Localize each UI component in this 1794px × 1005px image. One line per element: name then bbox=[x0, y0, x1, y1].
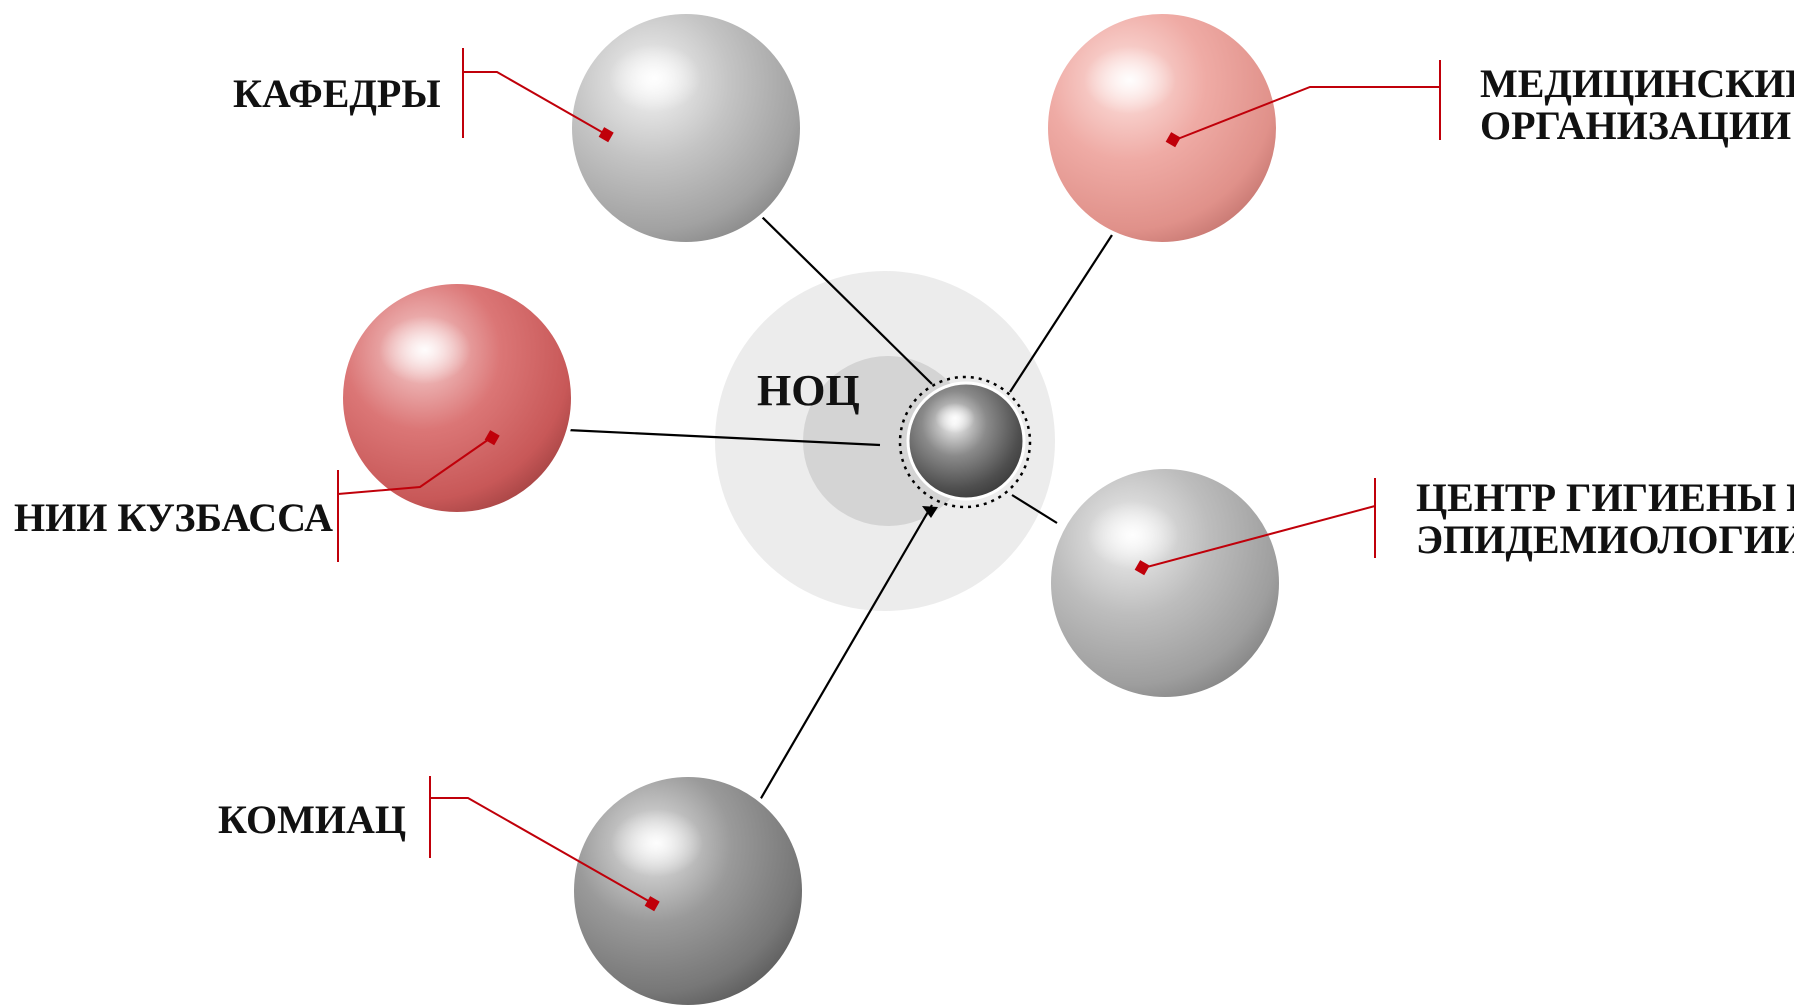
label-kafedry: КАФЕДРЫ bbox=[233, 71, 441, 116]
pointer-nii-dot bbox=[484, 430, 500, 446]
connector-komiac bbox=[759, 504, 933, 801]
pointer-centr bbox=[1142, 505, 1376, 569]
sphere-komiac bbox=[570, 773, 806, 1005]
pointer-nii bbox=[337, 436, 493, 495]
node-komiac: КОМИАЦ bbox=[218, 773, 806, 1005]
label-med-org: МЕДИЦИНСКИЕ ОРГАНИЗАЦИИ bbox=[1480, 61, 1794, 148]
pointer-kafedry bbox=[463, 71, 608, 136]
pointer-med-org bbox=[1174, 86, 1440, 141]
sphere-med-org bbox=[1044, 10, 1280, 246]
center-arrow-icon bbox=[922, 506, 938, 518]
label-centr-line-1: ЦЕНТР ГИГИЕНЫ И bbox=[1416, 475, 1794, 520]
connector-centr bbox=[1011, 494, 1058, 524]
connector-med-org bbox=[1009, 234, 1113, 393]
center-node: НОЦ bbox=[757, 366, 1032, 518]
pointer-komiac bbox=[430, 797, 653, 904]
connector-kafedry bbox=[756, 211, 933, 385]
center-core-sphere bbox=[906, 381, 1026, 501]
sphere-nii bbox=[339, 280, 575, 516]
connector-nii bbox=[566, 428, 881, 447]
sphere-nii-highlight bbox=[379, 316, 471, 384]
sphere-komiac-highlight bbox=[611, 809, 703, 877]
label-centr: ЦЕНТР ГИГИЕНЫ И ЭПИДЕМИОЛОГИИ bbox=[1416, 475, 1794, 562]
pointer-med-org-dot bbox=[1165, 132, 1181, 148]
node-kafedry: КАФЕДРЫ bbox=[233, 10, 804, 246]
node-med-org: МЕДИЦИНСКИЕ ОРГАНИЗАЦИИ bbox=[1044, 10, 1794, 246]
connectors bbox=[566, 211, 1113, 801]
label-nii: НИИ КУЗБАССА bbox=[14, 495, 333, 540]
sphere-centr-highlight bbox=[1087, 501, 1179, 569]
label-kafedry-line-1: КАФЕДРЫ bbox=[233, 71, 441, 116]
node-nii: НИИ КУЗБАССА bbox=[14, 280, 575, 562]
center-core-ring bbox=[898, 375, 1032, 509]
center-core-highlight bbox=[935, 403, 975, 433]
pointer-komiac-dot bbox=[644, 896, 660, 912]
center-label: НОЦ bbox=[757, 366, 860, 415]
sphere-med-org-highlight bbox=[1084, 46, 1176, 114]
label-nii-line-1: НИИ КУЗБАССА bbox=[14, 495, 333, 540]
label-med-org-line-2: ОРГАНИЗАЦИИ bbox=[1480, 103, 1791, 148]
sphere-centr bbox=[1047, 465, 1283, 701]
label-med-org-line-1: МЕДИЦИНСКИЕ bbox=[1480, 61, 1794, 106]
label-komiac: КОМИАЦ bbox=[218, 797, 406, 842]
node-centr: ЦЕНТР ГИГИЕНЫ И ЭПИДЕМИОЛОГИИ bbox=[1047, 465, 1794, 701]
label-komiac-line-1: КОМИАЦ bbox=[218, 797, 406, 842]
pointer-kafedry-dot bbox=[598, 127, 614, 143]
label-centr-line-2: ЭПИДЕМИОЛОГИИ bbox=[1416, 517, 1794, 562]
pointer-centr-dot bbox=[1134, 560, 1150, 576]
sphere-kafedry-highlight bbox=[609, 44, 701, 112]
